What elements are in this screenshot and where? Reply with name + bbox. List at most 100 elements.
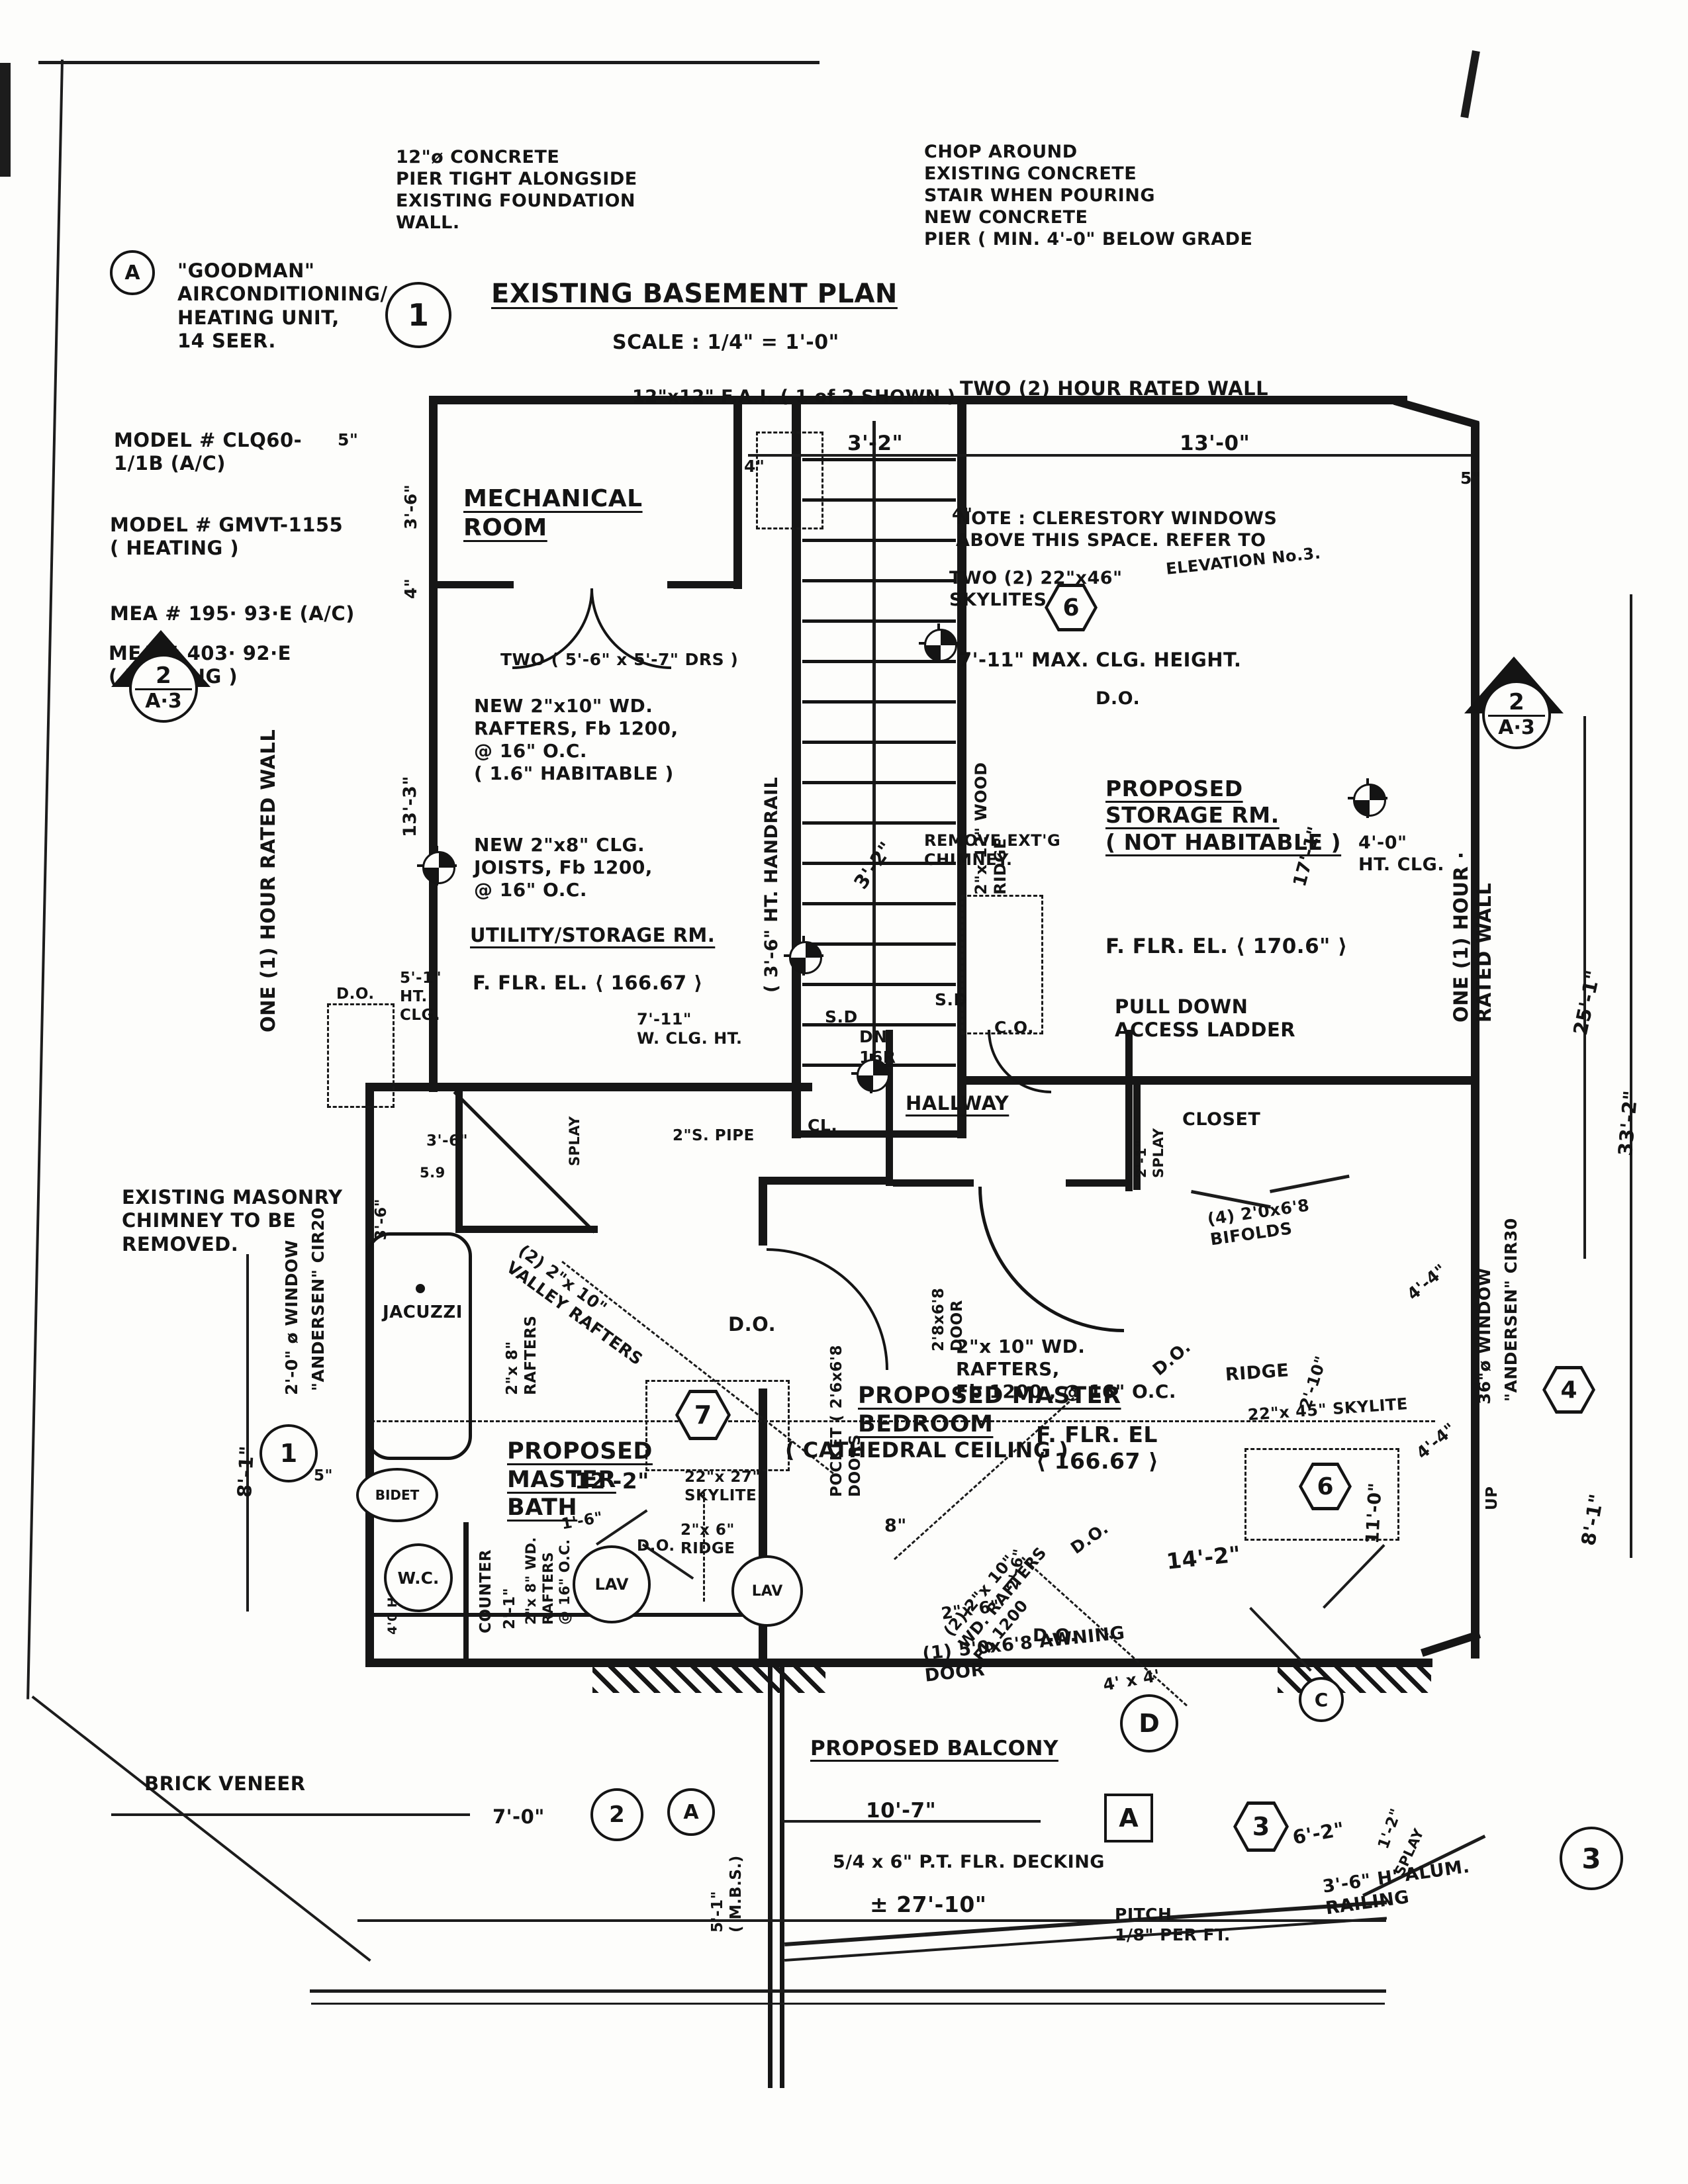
tub-drain [416,1284,425,1293]
hex-7-bath-face: 7 [679,1393,727,1437]
splay-bath-label: SPLAY [567,1116,583,1166]
soil-pipe-label: 2"S. PIPE [673,1127,755,1144]
plan-scale-label: SCALE : 1/4" = 1'-0" [612,331,839,354]
bedroom-title-label: PROPOSED MASTER BEDROOM [858,1383,1121,1437]
dashed-ridge-line [371,1420,1435,1422]
dim-130-label: 13'-0" [1180,432,1250,455]
clg-utility-label: 7'-11" W. CLG. HT. [637,1010,743,1048]
dim-122-label: 12'-2" [575,1468,649,1494]
wall-segment [768,1667,773,2088]
bubble-d: D [1120,1694,1178,1752]
detail-bubble-1: 1 [385,282,451,348]
dim-36-b-label: 3'-6" [426,1132,469,1150]
dim-142-label: 14'-2" [1165,1541,1243,1574]
model-heating-label: MODEL # GMVT-1155 ( HEATING ) [110,514,344,560]
wall-segment [429,581,514,588]
dimension-line [26,60,64,1700]
clg-51-label: 5'-1" HT. CLG. [400,970,442,1024]
wall-segment [667,581,735,588]
pitch-label: PITCH 1/8" PER FT. [1115,1905,1231,1944]
hatched-sill [1278,1660,1431,1693]
ffl-storage-label: F. FLR. EL. ⟨ 170.6" ⟩ [1105,934,1348,958]
dimension-line [31,1696,371,1962]
ref-bubble-a: A [110,250,155,295]
do-bed2-label: D.O. [1033,1625,1078,1646]
wall-segment [966,1076,1477,1085]
dimension-line [748,454,1471,457]
goodman-note-label: "GOODMAN" AIRCONDITIONING/ HEATING UNIT,… [177,259,388,353]
cathedral-label: ( CATHEDRAL CEILING ) [785,1437,1069,1463]
survey-target-3-circle [1353,784,1386,817]
dimension-line [1270,1174,1350,1193]
wc-fixture: W.C. [384,1543,453,1612]
dimension-line [111,1813,470,1816]
wall-segment [957,396,966,1138]
hex-4-window-face: 4 [1546,1369,1592,1410]
one-hour-right-label: ONE (1) HOUR · RATED WALL [1450,851,1496,1023]
cl-label: CL. [808,1116,838,1135]
wall-segment [886,1030,893,1186]
dim-36-a-label: 3'-6" [401,484,420,529]
wall-segment [792,1130,966,1138]
utility-room-label: UTILITY/STORAGE RM. [470,924,716,946]
dashed-outline [645,1380,790,1471]
wall-segment [455,1226,598,1233]
ffl-utility-label: F. FLR. EL. ⟨ 166.67 ⟩ [473,972,703,994]
wall-segment [365,1083,374,1667]
wall-segment [1471,422,1479,1659]
survey-target-2 [919,623,959,663]
bubble-2-bottom: 2 [590,1788,643,1841]
mech-room-label: MECHANICAL ROOM [463,485,643,541]
bath-title-label: PROPOSED MASTER BATH [507,1438,653,1522]
brick-veneer-label: BRICK VENEER [144,1772,306,1795]
chop-note-label: CHOP AROUND EXISTING CONCRETE STAIR WHEN… [924,142,1253,250]
msb-label: 5'-1" ( M.B.S.) [709,1855,745,1933]
dim-4-c-label: 4" [952,504,973,523]
dimension-line [310,1989,1386,1993]
dashed-outline [961,895,1043,1034]
dim-81-left-label: 8'-1" [233,1445,259,1498]
wall-segment [371,1613,760,1617]
section-marker-left-detail-number: 2 [135,663,192,690]
do-bed1-label: D.O. [1067,1518,1112,1558]
section-marker-left-sheet-number: A·3 [145,689,182,713]
dim-133-label: 13'-3" [400,776,420,837]
pulldown-ladder-label: PULL DOWN ACCESS LADDER [1115,995,1296,1042]
balcony-title-label: PROPOSED BALCONY [810,1737,1058,1760]
wood-ridge-label: 2"x 12" WOOD RIDGE [972,762,1010,895]
do-left-label: D.O. [336,985,375,1003]
survey-target-5 [851,1054,891,1093]
bidet-fixture: BIDET [356,1468,438,1522]
dim-21-v-label: 2'-1" [501,1587,518,1629]
co-1-label: C.O. [994,1018,1035,1037]
wd-rafters-label: 2"x 10" WD. RAFTERS, Fb 1200 , @ 16" O.C… [956,1336,1177,1403]
wall-segment [455,1091,463,1233]
rafters-28-label: 2"x 8" RAFTERS [504,1315,540,1395]
dim-2710-label: ± 27'-10" [870,1891,987,1917]
dim-5-a-label: 5" [338,430,359,449]
do-storage-label: D.O. [1096,688,1141,709]
dashed-outline [327,1003,395,1108]
wall-segment [1066,1179,1127,1187]
hex-3-balcony: 3 [1233,1801,1289,1852]
decking-label: 5/4 x 6" P.T. FLR. DECKING [833,1852,1105,1872]
storage-room-label: PROPOSED STORAGE RM. ( NOT HABITABLE ) [1105,776,1342,855]
joists-note-label: NEW 2"x8" CLG. JOISTS, Fb 1200, @ 16" O.… [474,834,653,901]
survey-target-2-circle [924,629,957,662]
section-marker-right-detail-number: 2 [1488,690,1545,717]
dim-4-b-label: 4" [744,457,765,476]
splay-21-label: 2'-1" SPLAY [1133,1128,1166,1178]
counter-label: COUNTER [477,1549,494,1633]
max-clg-label: 7'-11" MAX. CLG. HEIGHT. [959,649,1242,671]
mech-doors-label: TWO ( 5'-6" x 5'-7" DRS ) [500,650,739,669]
bifolds-label: (4) 2'0x6'8 BIFOLDS [1206,1195,1311,1249]
dim-5-c-label: 5" [1460,469,1481,488]
clerestory-note-label: NOTE : CLERESTORY WINDOWS ABOVE THIS SPA… [956,508,1278,551]
survey-target-1-circle [422,851,455,884]
clg-40-label: 4'-0" HT. CLG. [1358,833,1445,875]
masonry-note-label: EXISTING MASONRY CHIMNEY TO BE REMOVED. [122,1186,343,1255]
x44-label: 4' x 4' [1102,1665,1162,1695]
do-bath-label: D.O. [637,1537,675,1555]
